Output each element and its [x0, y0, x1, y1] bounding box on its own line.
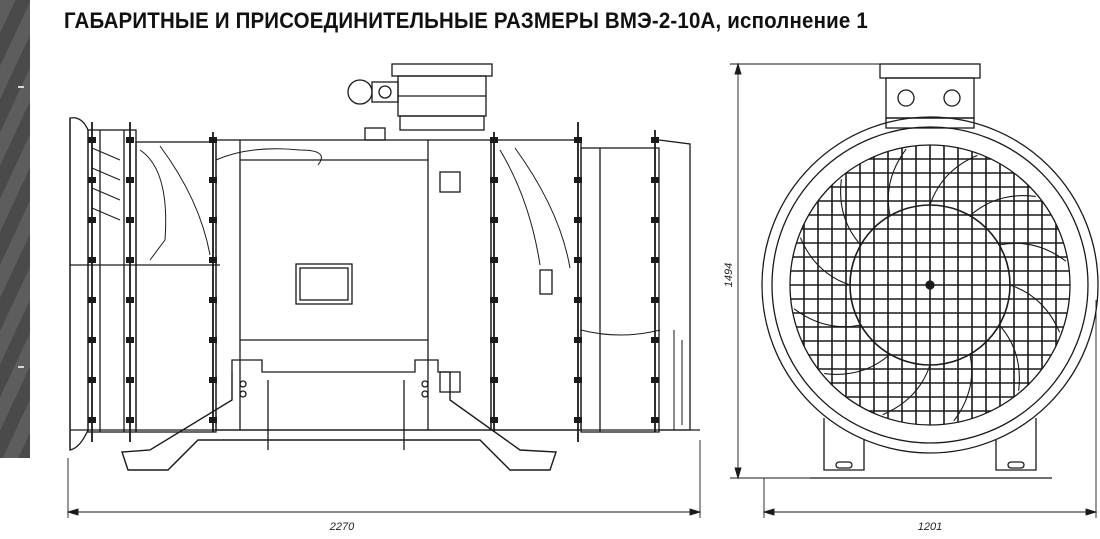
- junction-box-lid: [391, 63, 493, 77]
- base-frame: [231, 359, 450, 373]
- strip-tick: [18, 86, 24, 88]
- dim-label-length: 2270: [329, 521, 355, 533]
- dim-label-height: 1494: [723, 263, 735, 287]
- side-decor-strip: [0, 0, 30, 458]
- side-view: [69, 63, 700, 471]
- front-junction-lid: [879, 63, 981, 79]
- outlet-section: [490, 139, 582, 431]
- title-main: ГАБАРИТНЫЕ И ПРИСОЕДИНИТЕЛЬНЫЕ РАЗМЕРЫ В…: [64, 8, 722, 33]
- guide-vane-section: [135, 141, 217, 433]
- nameplate: [295, 263, 353, 305]
- inlet-bell: [69, 117, 89, 451]
- dimension-front-height: [730, 62, 880, 480]
- strip-tick: [18, 366, 24, 368]
- page-title: ГАБАРИТНЫЕ И ПРИСОЕДИНИТЕЛЬНЫЕ РАЗМЕРЫ В…: [64, 8, 868, 34]
- dim-label-width: 1201: [918, 521, 942, 533]
- dimension-side-length: [66, 440, 702, 518]
- dimension-front-width: [762, 300, 1098, 518]
- side-rivets: [88, 137, 659, 423]
- cable-gland: [347, 79, 373, 105]
- fan-blades: [793, 148, 1067, 422]
- grille-mesh: [790, 145, 1070, 425]
- diffuser: [580, 147, 660, 433]
- right-foot: [995, 418, 1037, 471]
- left-foot: [823, 418, 865, 471]
- title-suffix: исполнение 1: [727, 8, 868, 33]
- left-section: [87, 129, 137, 433]
- outer-ring: [761, 116, 1099, 454]
